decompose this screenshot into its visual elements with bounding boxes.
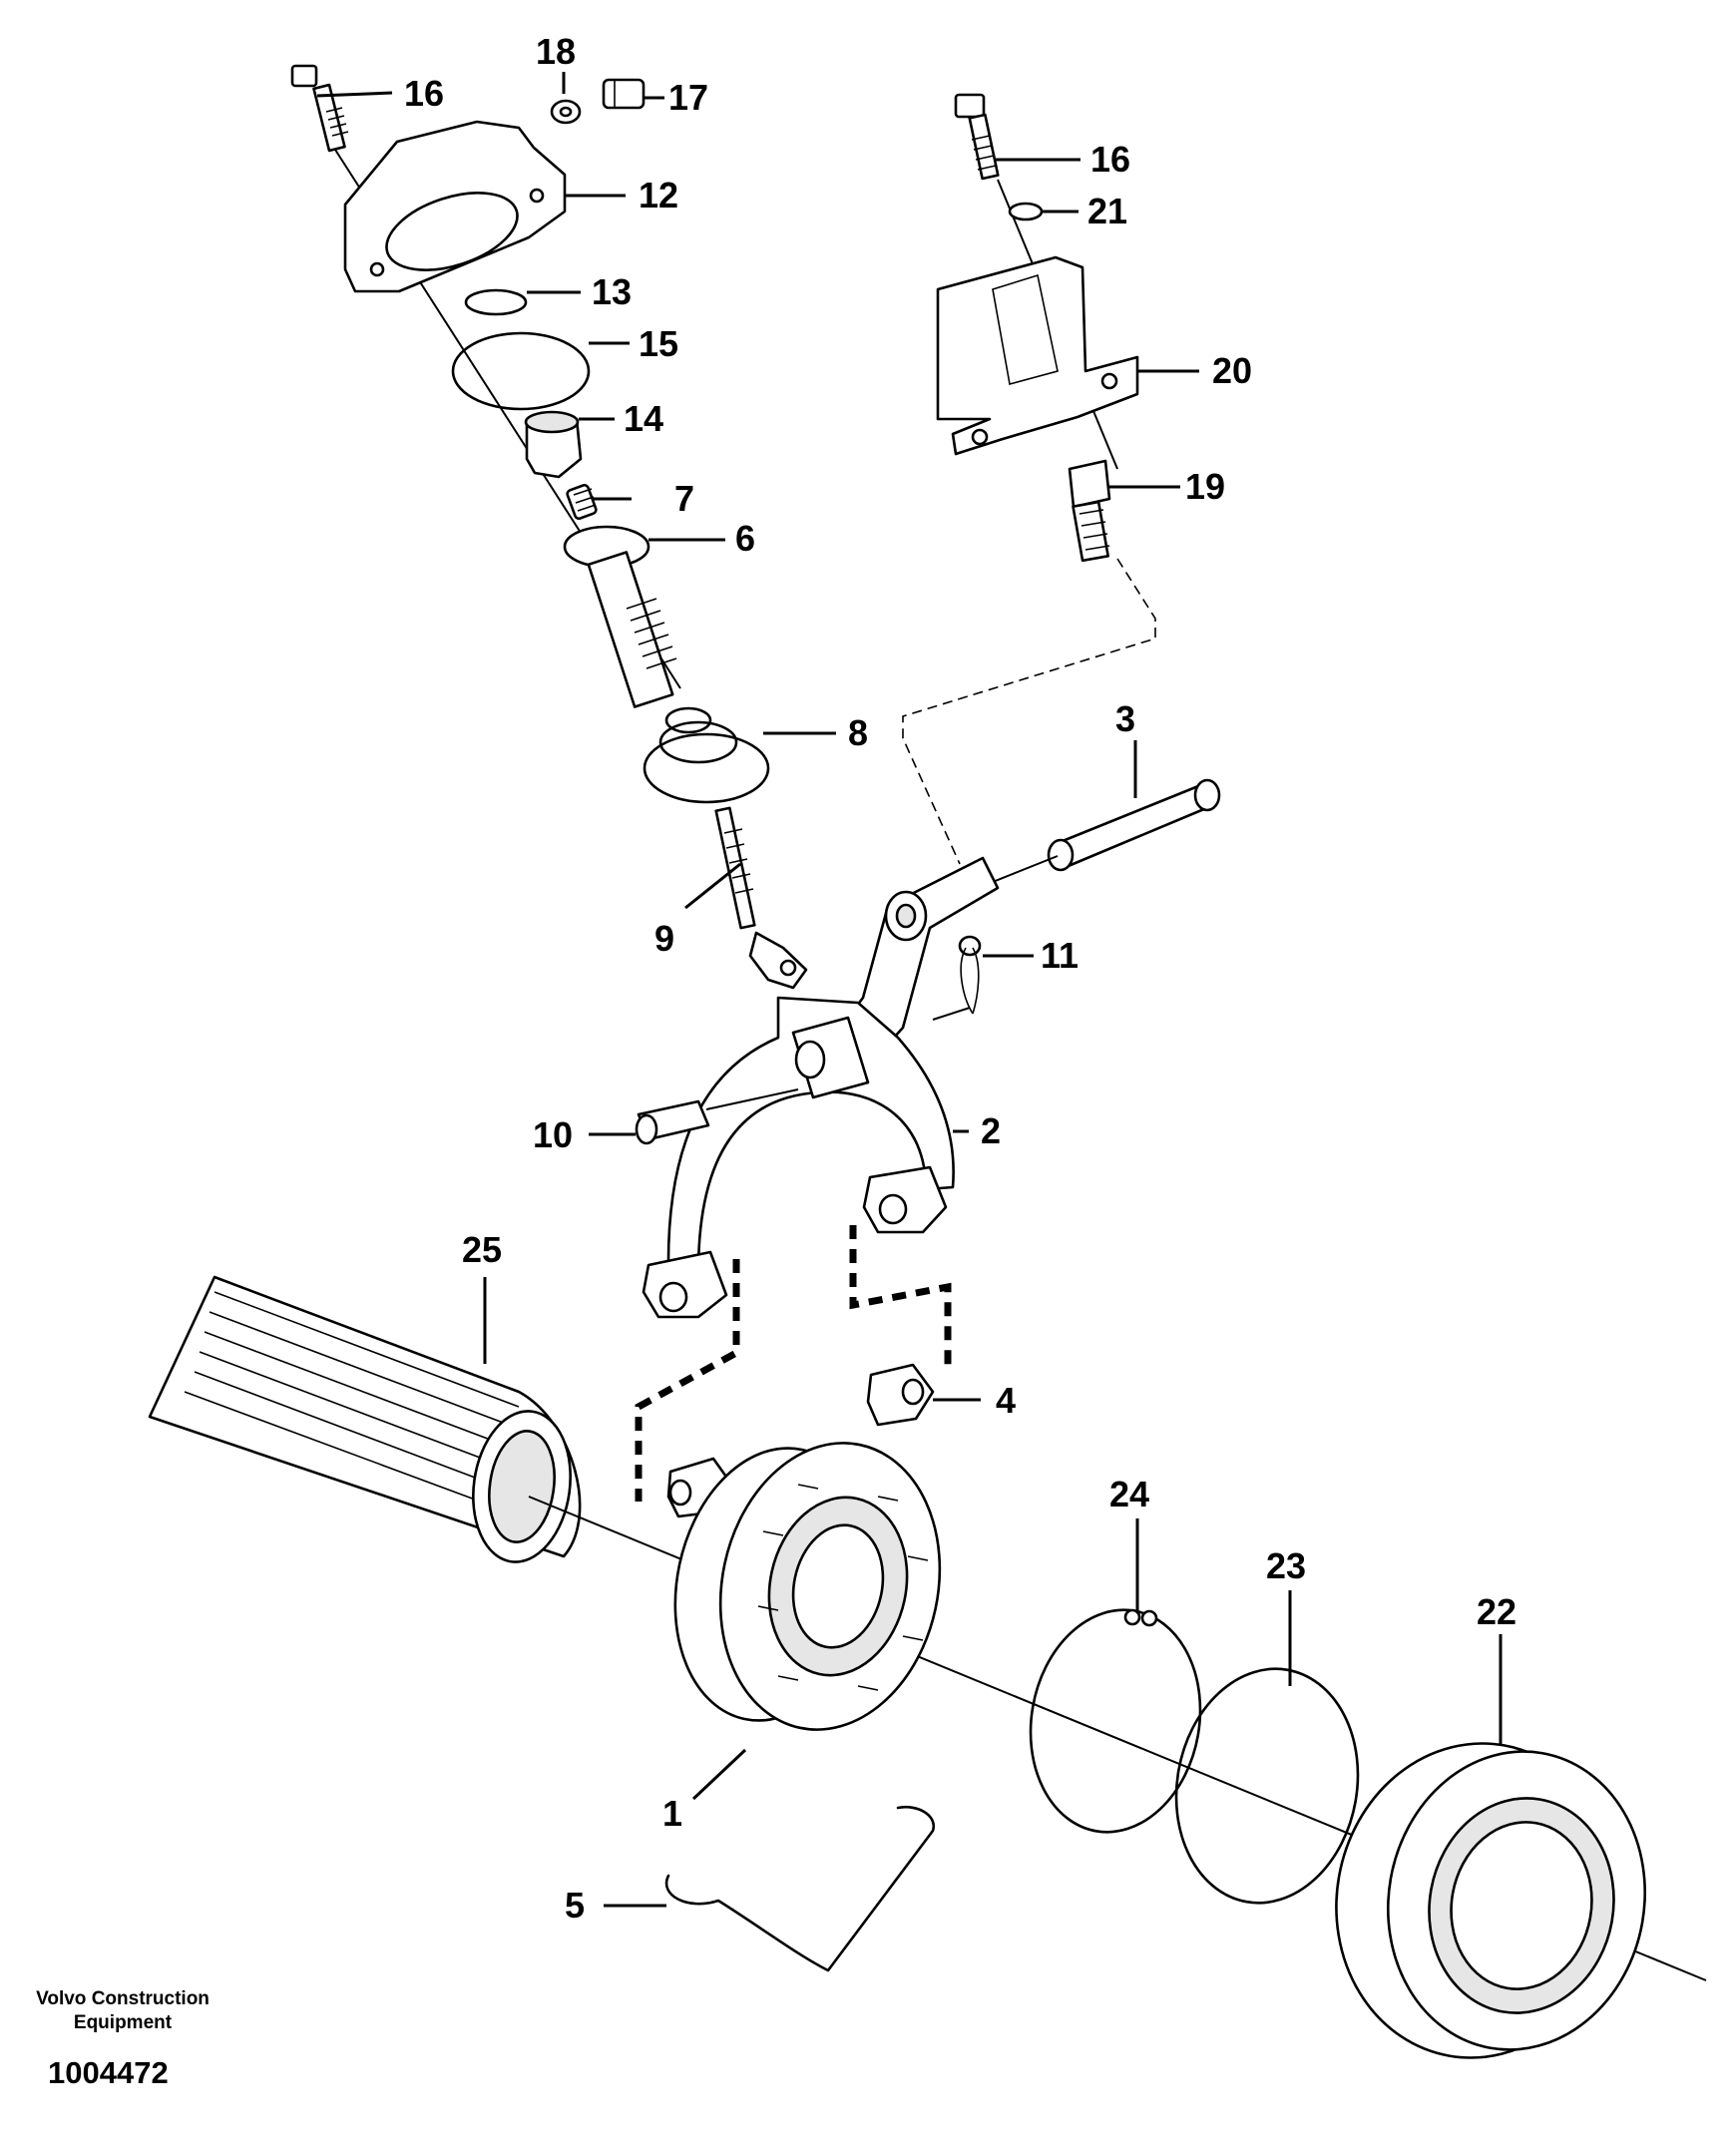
sensor-wire-path	[902, 558, 1156, 865]
shoe-part-4	[866, 1363, 935, 1427]
callout-9: 9	[654, 918, 674, 959]
callout-6: 6	[735, 518, 755, 559]
circlip-part-24	[1029, 1608, 1202, 1834]
callout-19: 19	[1185, 466, 1225, 507]
diaphragm-spring-part-8	[643, 706, 770, 804]
piston-part-6	[563, 525, 677, 708]
callout-3: 3	[1115, 698, 1135, 739]
rod-part-9	[714, 806, 808, 990]
fork-shoe-right	[862, 1165, 948, 1234]
pin-part-10	[635, 1099, 710, 1145]
callout-17: 17	[668, 77, 708, 118]
callout-10: 10	[533, 1114, 573, 1155]
coupling-sleeve-part-1	[673, 1442, 942, 1731]
callout-7: 7	[674, 478, 694, 519]
ring-part-23	[1174, 1667, 1360, 1905]
callout-18: 18	[536, 31, 576, 72]
callout-16: 16	[404, 73, 444, 114]
spring-part-7	[566, 483, 598, 521]
callout-2: 2	[981, 1110, 1001, 1151]
callout-25: 25	[462, 1229, 502, 1270]
washer-part-21	[1008, 202, 1044, 221]
plug-part-17	[602, 78, 646, 110]
split-pin-axis	[932, 1007, 971, 1021]
bracket-part-20	[936, 255, 1139, 456]
callout-20: 20	[1212, 350, 1252, 391]
bolt-part-16b	[954, 93, 1000, 181]
gear-ring-part-22	[1335, 1742, 1647, 2059]
bolt-part-16a	[290, 64, 349, 153]
callout-16-right: 16	[1090, 139, 1130, 180]
o-ring-part-13	[464, 288, 528, 316]
leader-lines	[316, 72, 1503, 1908]
callout-14: 14	[624, 398, 663, 439]
company-name: Volvo Construction Equipment	[36, 1988, 210, 2033]
splined-shaft-part-25	[148, 1275, 582, 1563]
split-pin-part-11	[958, 935, 982, 1015]
drawing-number: 1004472	[48, 2055, 169, 2090]
callout-4: 4	[996, 1380, 1016, 1421]
hatch-path-right	[849, 1225, 952, 1372]
callout-15: 15	[639, 323, 678, 364]
sensor-part-19	[1068, 459, 1111, 563]
pin-axis	[705, 1088, 799, 1110]
fork-shoe-left	[642, 1250, 728, 1319]
callout-11: 11	[1041, 935, 1079, 976]
callout-5: 5	[565, 1885, 585, 1926]
cover-part-12	[343, 120, 567, 293]
valve-part-14	[524, 410, 583, 479]
shift-fork-part-2	[666, 996, 955, 1274]
callout-12: 12	[639, 175, 678, 216]
hatch-path-left	[635, 1259, 740, 1502]
callout-23: 23	[1266, 1545, 1306, 1586]
callout-8: 8	[848, 712, 868, 753]
callout-22: 22	[1477, 1591, 1516, 1632]
callout-1: 1	[662, 1793, 682, 1834]
callout-labels: 16 18 17 12 13 15 14 7 6 16 21 20 19 8 3…	[404, 31, 1516, 1926]
shaft-part-3	[1047, 778, 1221, 872]
callout-13: 13	[592, 271, 632, 312]
callout-21: 21	[1087, 191, 1127, 231]
washer-part-18	[550, 99, 582, 125]
spring-clip-part-5	[664, 1805, 936, 1972]
o-ring-part-15	[451, 331, 591, 411]
callout-24: 24	[1109, 1474, 1149, 1514]
